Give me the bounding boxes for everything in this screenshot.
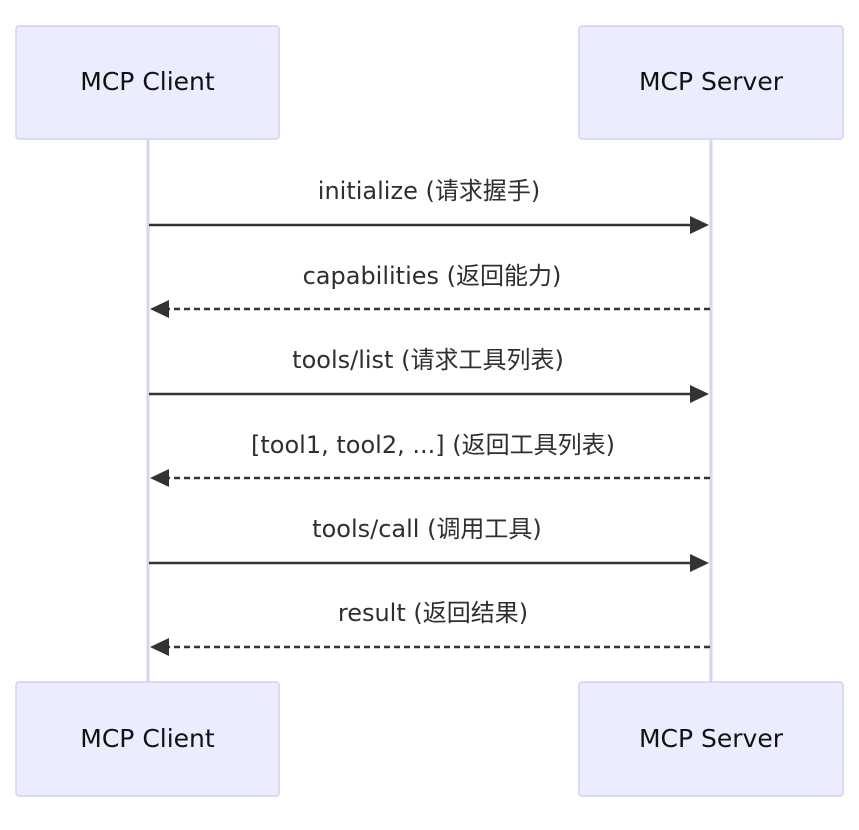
arrowhead-left-icon <box>150 638 169 656</box>
arrowhead-right-icon <box>690 216 709 234</box>
message-capabilities: capabilities (返回能力) <box>150 262 710 318</box>
message-result: result (返回结果) <box>150 599 710 656</box>
message-tool-list-response: [tool1, tool2, ...] (返回工具列表) <box>150 431 710 487</box>
arrowhead-right-icon <box>690 554 709 572</box>
message-tool-list-response-label: [tool1, tool2, ...] (返回工具列表) <box>251 431 615 459</box>
client-actor-bottom-label: MCP Client <box>80 724 215 753</box>
message-initialize-label: initialize (请求握手) <box>318 177 540 205</box>
message-initialize: initialize (请求握手) <box>149 177 709 234</box>
client-actor-top-label: MCP Client <box>80 67 215 96</box>
message-tools-call: tools/call (调用工具) <box>149 515 709 572</box>
server-actor-top: MCP Server <box>578 25 844 140</box>
message-tools-list: tools/list (请求工具列表) <box>149 346 709 403</box>
message-capabilities-label: capabilities (返回能力) <box>303 262 562 290</box>
server-actor-bottom: MCP Server <box>578 681 844 797</box>
client-actor-top: MCP Client <box>15 25 280 140</box>
server-actor-bottom-label: MCP Server <box>639 724 784 753</box>
arrowhead-left-icon <box>150 300 169 318</box>
message-tools-list-label: tools/list (请求工具列表) <box>292 346 564 374</box>
arrowhead-left-icon <box>150 469 169 487</box>
message-result-label: result (返回结果) <box>338 599 528 627</box>
arrowhead-right-icon <box>690 385 709 403</box>
server-actor-top-label: MCP Server <box>639 67 784 96</box>
client-actor-bottom: MCP Client <box>15 681 280 797</box>
message-tools-call-label: tools/call (调用工具) <box>312 515 542 543</box>
